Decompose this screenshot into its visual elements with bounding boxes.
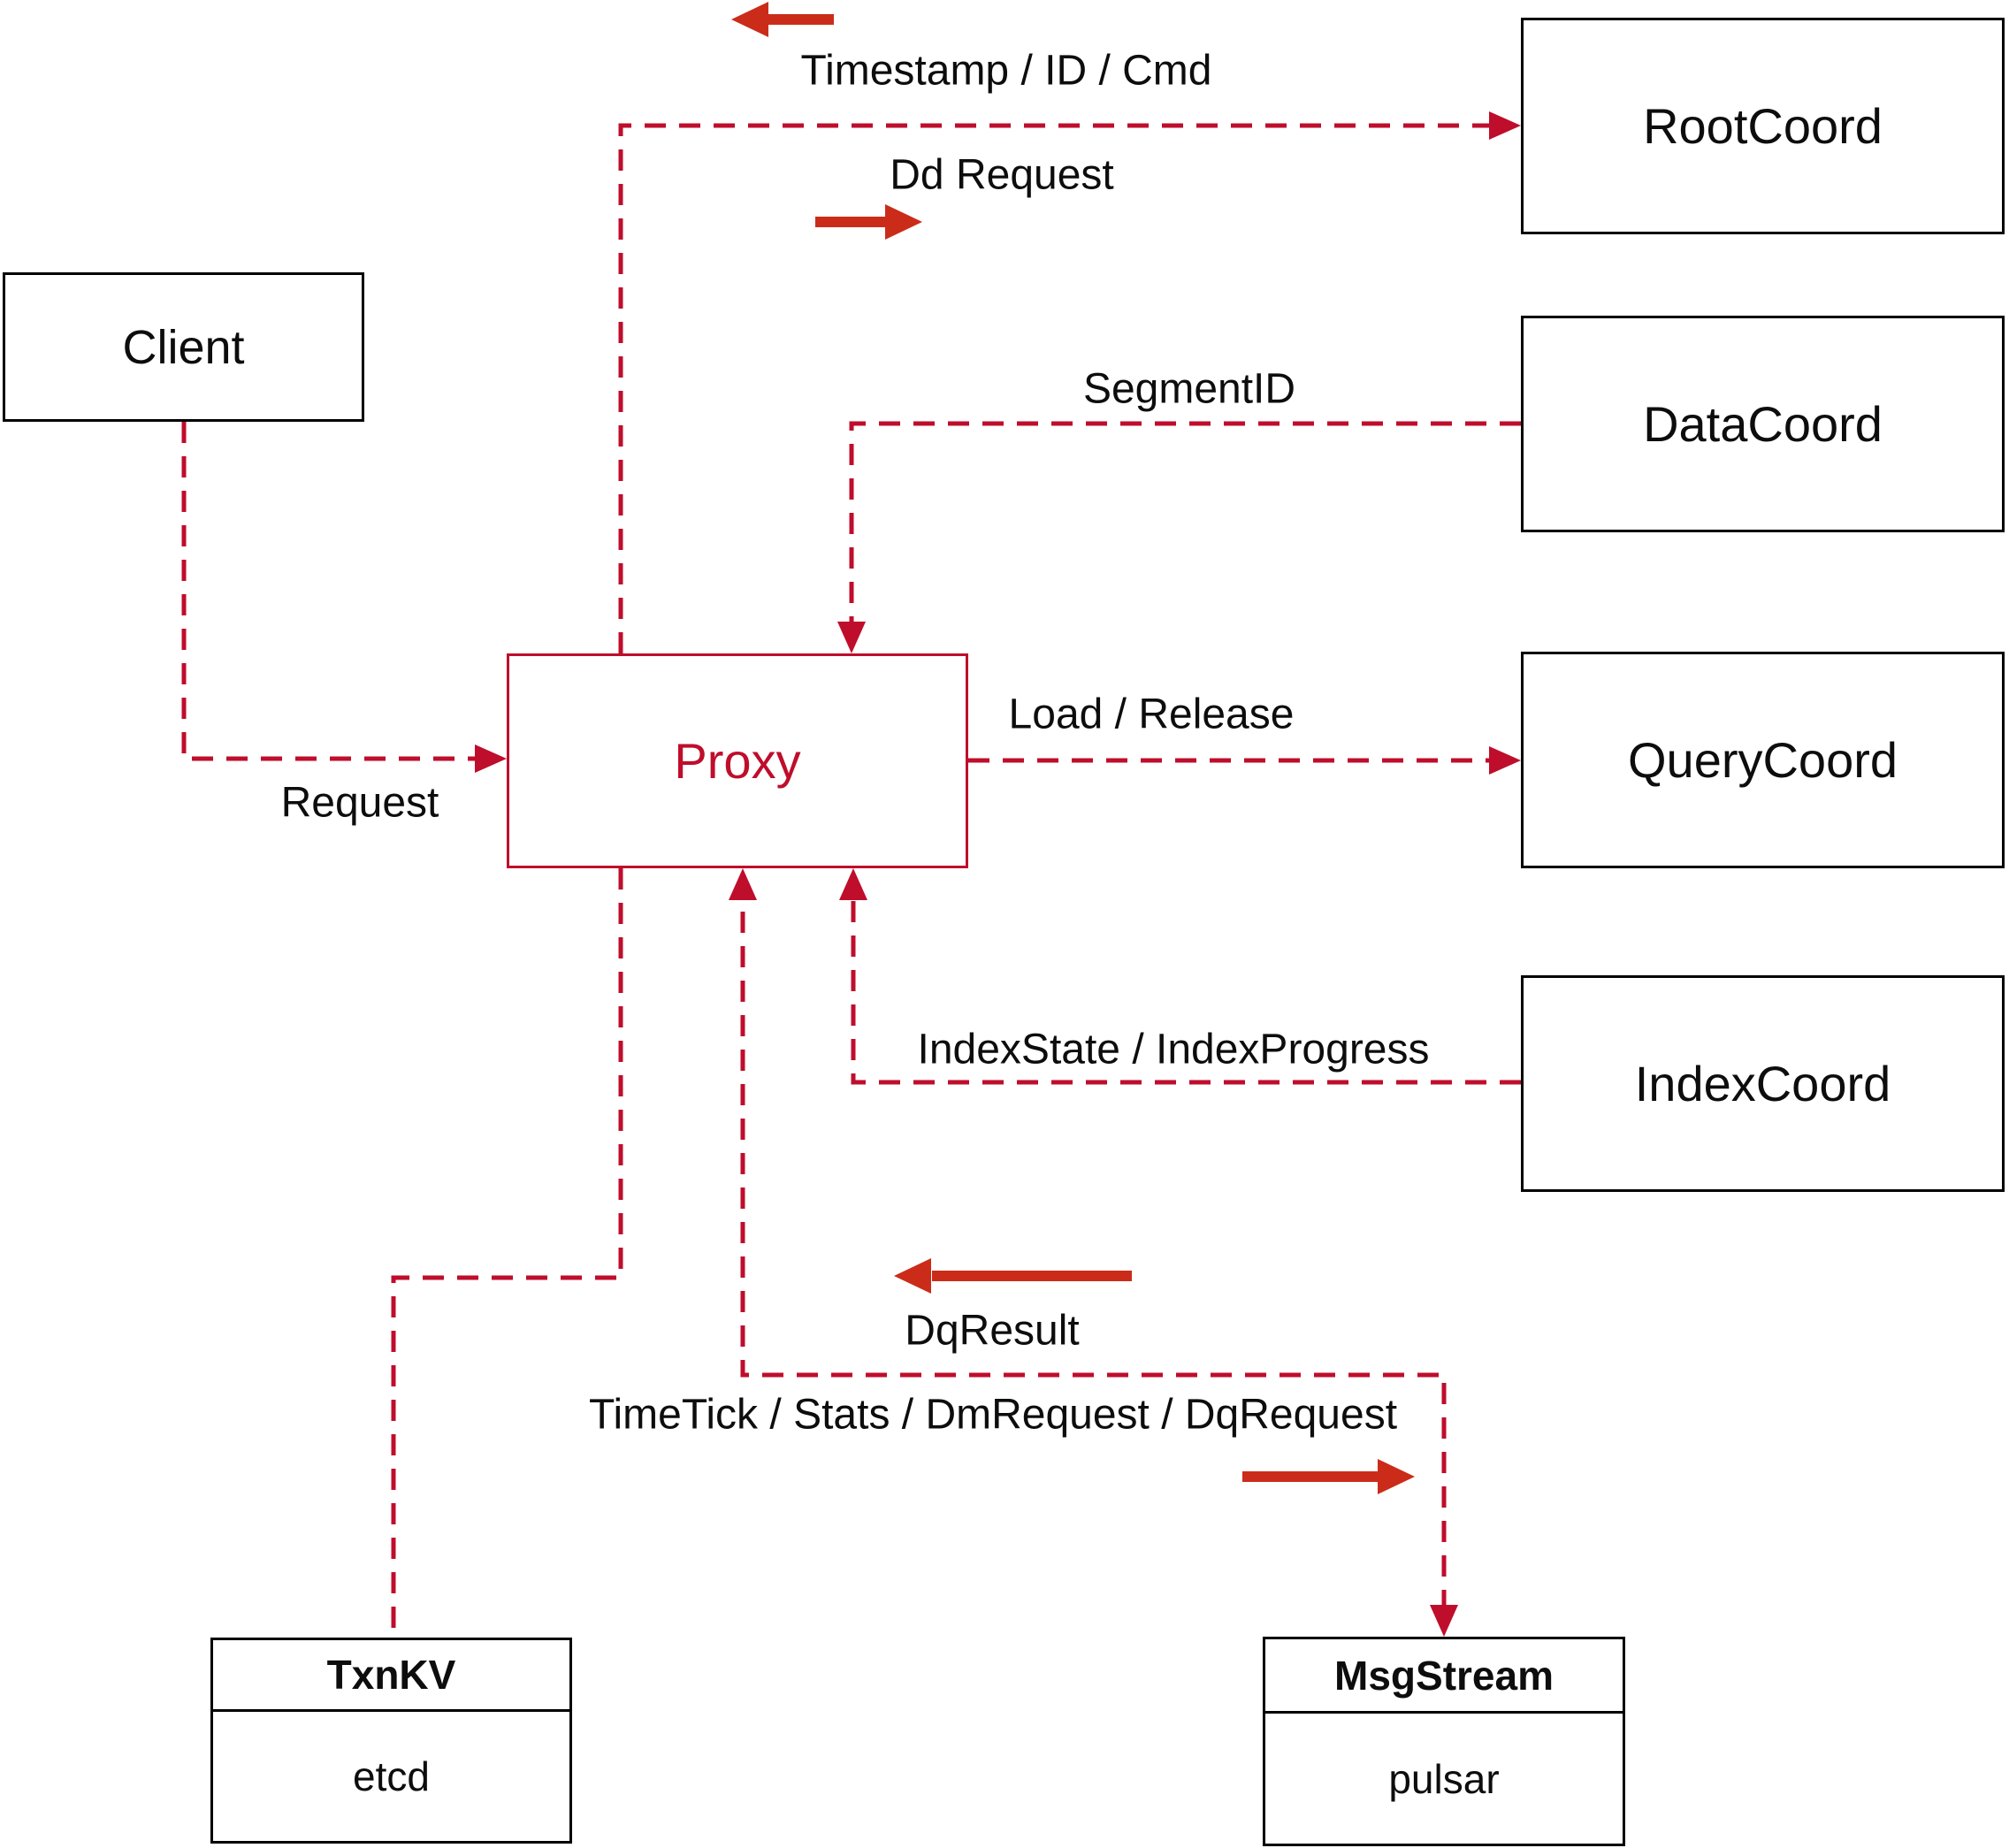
arrowhead-into-rootcoord [1489, 111, 1521, 140]
arrowhead-into-proxy-left [475, 745, 507, 773]
node-querycoord: QueryCoord [1521, 652, 2005, 868]
edge-label-dq-result: DqResult [905, 1307, 1080, 1355]
node-txnkv-title-text: TxnKV [326, 1652, 456, 1698]
arrow-left-icon [731, 2, 834, 37]
node-datacoord-label: DataCoord [1643, 396, 1883, 452]
node-msgstream-title: MsgStream [1265, 1639, 1623, 1714]
arrowhead-into-msgstream [1430, 1605, 1458, 1637]
node-msgstream-title-text: MsgStream [1334, 1652, 1554, 1699]
node-datacoord: DataCoord [1521, 316, 2005, 532]
node-msgstream: MsgStream pulsar [1263, 1637, 1625, 1846]
node-client: Client [3, 272, 364, 422]
node-client-label: Client [122, 320, 245, 374]
node-txnkv-body-text: etcd [353, 1753, 430, 1799]
arrow-right-icon [815, 204, 922, 240]
node-indexcoord: IndexCoord [1521, 975, 2005, 1192]
arrow-left-icon [894, 1258, 1132, 1294]
node-txnkv-body: etcd [213, 1712, 569, 1841]
edge-label-segment-id: SegmentID [1082, 365, 1296, 413]
arrowhead-into-proxy-bottom-right [839, 868, 867, 900]
node-rootcoord-label: RootCoord [1643, 98, 1883, 154]
edge-proxy-to-txnkv [391, 868, 623, 1638]
node-msgstream-body-text: pulsar [1388, 1755, 1500, 1802]
edge-datacoord-to-proxy [849, 421, 1521, 648]
edge-label-load-release: Load / Release [1008, 691, 1295, 738]
arrowhead-into-proxy-top-right [837, 622, 866, 653]
edge-label-timestamp: Timestamp / ID / Cmd [800, 47, 1212, 95]
edge-client-to-proxy [181, 422, 498, 761]
edge-label-request: Request [280, 779, 439, 827]
edge-proxy-to-msgstream [740, 877, 1447, 1628]
arrow-right-icon [1242, 1459, 1415, 1494]
edge-label-timetick: TimeTick / Stats / DmRequest / DqRequest [588, 1391, 1398, 1439]
node-proxy-label: Proxy [674, 733, 801, 789]
node-msgstream-body: pulsar [1265, 1714, 1623, 1844]
node-proxy: Proxy [507, 653, 968, 868]
edge-indexcoord-to-proxy [851, 877, 1521, 1085]
node-txnkv-title: TxnKV [213, 1640, 569, 1712]
edge-label-dd-request: Dd Request [890, 151, 1114, 199]
node-rootcoord: RootCoord [1521, 18, 2005, 234]
node-querycoord-label: QueryCoord [1627, 732, 1898, 788]
edge-proxy-to-rootcoord [618, 123, 1512, 653]
node-txnkv: TxnKV etcd [210, 1638, 572, 1844]
direction-arrows [731, 2, 1415, 1494]
node-indexcoord-label: IndexCoord [1634, 1056, 1891, 1111]
arrowhead-into-querycoord [1489, 746, 1521, 775]
edge-label-index-state: IndexState / IndexProgress [917, 1026, 1430, 1073]
arrowhead-into-proxy-bottom-left [729, 868, 757, 900]
